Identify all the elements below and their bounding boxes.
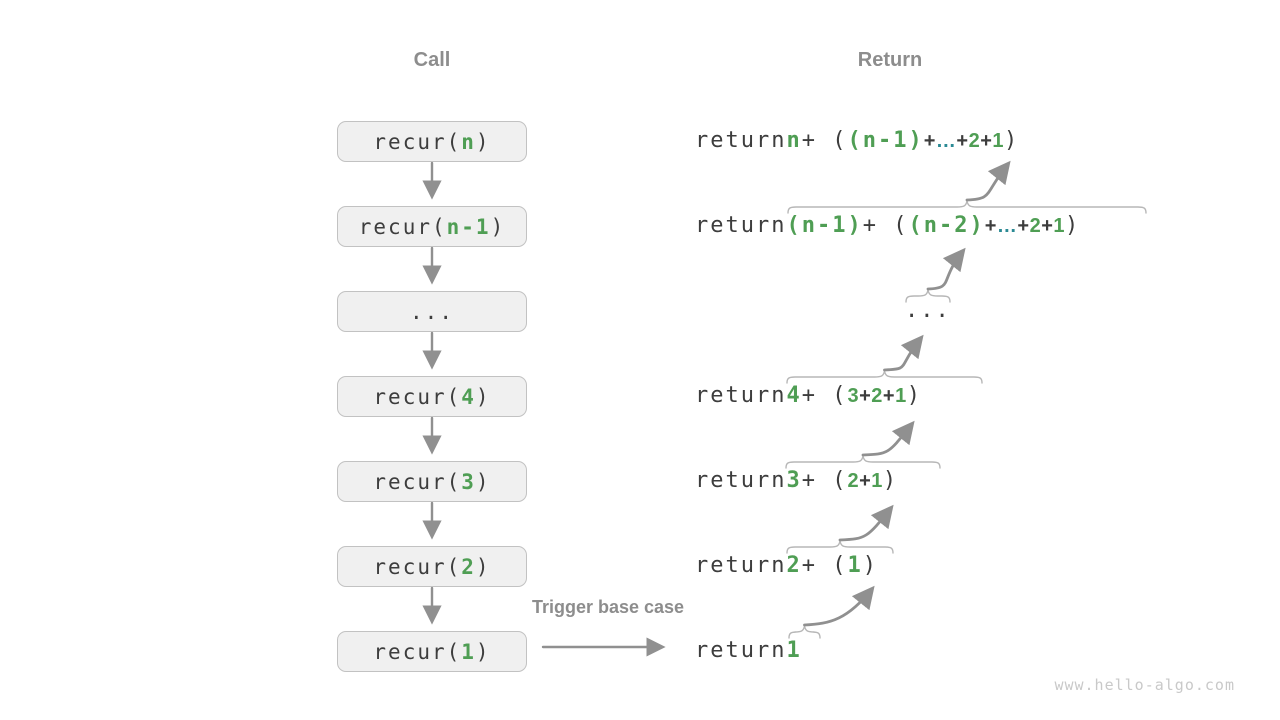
call-box-label: recur(2) — [373, 552, 490, 582]
call-box-recur-4: recur(4) — [337, 376, 527, 417]
code-segment: return — [695, 553, 787, 578]
code-segment: recur( — [373, 469, 462, 494]
code-segment: + — [923, 130, 936, 152]
code-segment: 2 — [871, 385, 883, 407]
return-line-1: return 1 — [695, 636, 802, 666]
code-segment: 2 — [786, 553, 802, 578]
return-flow-arrow-icon — [861, 420, 915, 457]
code-segment: n-1 — [446, 214, 491, 239]
code-segment: n — [461, 129, 476, 154]
code-segment: n — [786, 128, 802, 153]
return-flow-arrow-icon — [883, 334, 924, 372]
return-flow-arrow-icon — [926, 247, 966, 291]
call-column-header: Call — [413, 49, 451, 71]
code-segment: + — [1041, 215, 1054, 237]
code-segment: return — [695, 383, 787, 408]
code-segment: + ( — [801, 128, 848, 153]
call-box-label: recur(n) — [373, 127, 490, 157]
code-segment: 1 — [461, 639, 476, 664]
code-segment: 1 — [992, 130, 1005, 152]
trigger-base-case-label: Trigger base case — [531, 597, 685, 617]
call-box-label: recur(4) — [373, 382, 490, 412]
code-segment: + — [984, 215, 997, 237]
code-segment: (n-1) — [847, 128, 924, 153]
code-segment: recur( — [373, 129, 462, 154]
code-segment: 1 — [786, 638, 802, 663]
code-segment: recur( — [373, 554, 462, 579]
code-segment: ) — [862, 553, 878, 578]
return-flow-arrow-icon — [965, 160, 1011, 202]
code-segment: (n-2) — [908, 213, 985, 238]
code-segment: + — [980, 130, 993, 152]
code-segment: recur( — [373, 639, 462, 664]
code-segment: recur( — [373, 384, 462, 409]
code-segment: return — [695, 468, 787, 493]
code-segment: return — [695, 638, 787, 663]
code-segment: 1 — [1053, 215, 1066, 237]
call-box-recur-2: recur(2) — [337, 546, 527, 587]
code-segment: + ( — [801, 383, 848, 408]
code-segment: ... — [410, 299, 454, 324]
code-segment: ) — [490, 214, 506, 239]
code-segment: 2 — [847, 470, 860, 492]
code-segment: + — [882, 385, 896, 407]
code-segment: return — [695, 128, 787, 153]
code-segment: (n-1) — [786, 213, 863, 238]
code-segment: 1 — [847, 553, 863, 578]
return-line-4: return 4 + (3 + 2 + 1) — [695, 381, 922, 411]
call-box-recur-3: recur(3) — [337, 461, 527, 502]
code-segment: … — [996, 215, 1018, 237]
code-segment: ) — [475, 129, 491, 154]
code-segment: 1 — [871, 470, 883, 492]
code-segment: + — [859, 470, 872, 492]
code-segment: 4 — [786, 383, 802, 408]
call-box-label: recur(n-1) — [359, 212, 505, 242]
code-segment: 4 — [461, 384, 476, 409]
code-segment: + ( — [801, 553, 848, 578]
code-segment: ... — [905, 298, 951, 323]
return-line-3: return 3 + (2 + 1) — [695, 466, 898, 496]
return-flow-arrow-icon — [838, 504, 894, 542]
call-box-label: recur(1) — [373, 637, 490, 667]
code-segment: 3 — [461, 469, 476, 494]
code-segment: ) — [882, 468, 899, 493]
call-box-label: ... — [410, 297, 454, 327]
code-segment: 2 — [1029, 215, 1042, 237]
return-line-ellipsis: ... — [905, 296, 951, 326]
return-line-n: return n + ((n-1) + … + 2 + 1) — [695, 126, 1019, 156]
code-segment: ) — [475, 554, 491, 579]
call-box-recur-n: recur(n) — [337, 121, 527, 162]
code-segment: recur( — [358, 214, 447, 239]
code-segment: 2 — [968, 130, 981, 152]
code-segment: + ( — [862, 213, 909, 238]
watermark: www.hello-algo.com — [1054, 676, 1235, 694]
call-box-recur-n-1: recur(n-1) — [337, 206, 527, 247]
call-box-ellipsis: ... — [337, 291, 527, 332]
code-segment: ) — [475, 639, 491, 664]
code-segment: return — [695, 213, 787, 238]
code-segment: 1 — [895, 385, 907, 407]
code-segment: + ( — [801, 468, 848, 493]
code-segment: … — [935, 130, 957, 152]
code-segment: ) — [1065, 213, 1081, 238]
return-line-n-1: return (n-1) + ((n-2) + … + 2 + 1) — [695, 211, 1080, 241]
code-segment: ) — [475, 469, 491, 494]
code-segment: + — [956, 130, 969, 152]
code-segment: ) — [906, 383, 922, 408]
return-flow-arrow-icon — [803, 585, 875, 627]
call-box-label: recur(3) — [373, 467, 490, 497]
code-segment: 2 — [461, 554, 476, 579]
code-segment: ) — [475, 384, 491, 409]
code-segment: + — [1017, 215, 1030, 237]
return-column-header: Return — [857, 49, 923, 71]
return-line-2: return 2 + (1) — [695, 551, 878, 581]
code-segment: + — [859, 385, 872, 407]
code-segment: 3 — [786, 468, 802, 493]
code-segment: ) — [1004, 128, 1020, 153]
code-segment: 3 — [847, 385, 860, 407]
call-box-recur-1: recur(1) — [337, 631, 527, 672]
